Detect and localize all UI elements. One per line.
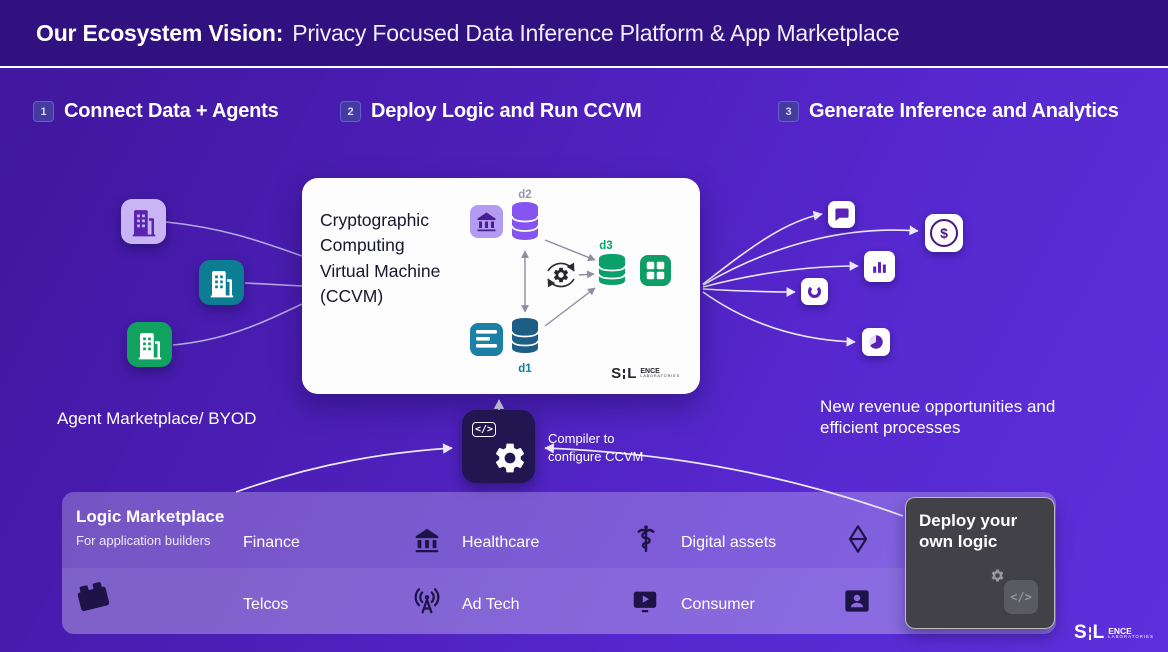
database-d1-icon	[511, 318, 539, 353]
header-title-bold: Our Ecosystem Vision:	[36, 19, 284, 46]
building-icon	[138, 332, 161, 359]
logo-bar	[1088, 626, 1091, 640]
diagram-arrows	[521, 239, 596, 327]
marketplace-title: Logic Marketplace	[76, 507, 225, 526]
code-glyph: </>	[1010, 590, 1032, 604]
step-1: 1 Connect Data + Agents	[33, 100, 279, 123]
caduceus-icon	[630, 523, 662, 555]
list-icon	[476, 330, 497, 348]
logo-ence: ENCE	[1108, 625, 1132, 636]
deploy-label: Deploy your own logic	[919, 511, 1018, 552]
compiler-tile: </>	[462, 410, 535, 483]
deploy-own-logic-card: Deploy your own logic </>	[905, 497, 1055, 629]
step-1-badge: 1	[33, 101, 54, 122]
donut-chart-icon	[807, 284, 822, 299]
header-title-regular: Privacy Focused Data Inference Platform …	[292, 19, 900, 46]
database-d3-icon	[598, 254, 626, 285]
logo-laboratories: LABORATORIES	[640, 374, 680, 379]
node-label-d2: d2	[518, 189, 531, 201]
logo-s: S	[611, 365, 622, 382]
ccvm-card: Cryptographic Computing Virtual Machine …	[302, 178, 700, 394]
marketplace-subtitle: For application builders	[76, 533, 211, 548]
code-icon: </>	[472, 422, 497, 437]
agent-tile-2	[199, 260, 244, 305]
gear-icon	[553, 267, 569, 283]
item-consumer: Consumer	[681, 596, 755, 613]
building-icon	[210, 270, 233, 297]
building-icon	[132, 209, 155, 236]
bank-tile	[470, 205, 503, 238]
dollar-icon: $	[930, 219, 958, 247]
person-card-icon	[842, 586, 872, 616]
table-tile	[640, 255, 671, 286]
step-2: 2 Deploy Logic and Run CCVM	[340, 100, 642, 123]
node-label-d1: d1	[518, 363, 532, 375]
logo-ence: ENCE	[640, 368, 660, 376]
item-ad-tech: Ad Tech	[462, 596, 520, 613]
list-tile	[470, 323, 503, 356]
dollar-tile: $	[925, 214, 963, 252]
item-digital-assets: Digital assets	[681, 534, 777, 551]
logo-laboratories: LABORATORIES	[1108, 634, 1154, 640]
header-divider	[0, 66, 1168, 68]
slide-header: Our Ecosystem Vision: Privacy Focused Da…	[0, 0, 1168, 66]
item-healthcare: Healthcare	[462, 534, 540, 551]
ethereum-icon	[842, 523, 874, 555]
video-play-icon	[630, 586, 660, 616]
grid-icon	[646, 261, 665, 280]
logo-bar	[623, 368, 626, 379]
pie-chart-icon	[869, 335, 883, 349]
compiler-label: Compiler to configure CCVM	[548, 431, 644, 464]
logo-s: S	[1073, 622, 1087, 643]
message-tile	[828, 201, 855, 228]
agent-tile-3	[127, 322, 172, 367]
message-icon	[835, 208, 849, 221]
agent-marketplace-caption: Agent Marketplace/ BYOD	[57, 409, 257, 428]
step-2-label: Deploy Logic and Run CCVM	[371, 100, 642, 122]
logo-l: L	[627, 365, 637, 382]
step-3: 3 Generate Inference and Analytics	[778, 100, 1119, 123]
outcomes-caption: New revenue opportunities and efficient …	[820, 397, 1056, 438]
gear-icon	[991, 569, 1004, 582]
step-3-badge: 3	[778, 101, 799, 122]
database-d2-icon	[511, 202, 539, 240]
bank-icon	[477, 212, 496, 232]
lego-brick-icon	[70, 574, 116, 620]
code-tile: </>	[991, 569, 1038, 614]
node-label-d3: d3	[599, 240, 612, 252]
item-telcos: Telcos	[243, 596, 289, 613]
donut-chart-tile	[801, 278, 828, 305]
ccvm-title: Cryptographic Computing Virtual Machine …	[320, 210, 441, 307]
pie-chart-tile	[862, 328, 890, 356]
step-3-label: Generate Inference and Analytics	[809, 100, 1119, 122]
compute-cycle-icon	[547, 262, 575, 288]
antenna-icon	[412, 586, 442, 616]
agent-tile-1	[121, 199, 166, 244]
logic-marketplace-panel: Logic Marketplace For application builde…	[62, 492, 1056, 634]
logo-l: L	[1092, 622, 1105, 643]
bank-icon	[412, 525, 442, 555]
code-glyph: </>	[475, 424, 494, 435]
item-finance: Finance	[243, 534, 300, 551]
step-2-badge: 2	[340, 101, 361, 122]
bar-chart-tile	[864, 251, 895, 282]
gear-icon	[495, 443, 525, 473]
panel-row2-band	[62, 568, 1056, 634]
bar-chart-icon	[873, 262, 886, 273]
step-1-label: Connect Data + Agents	[64, 100, 279, 122]
